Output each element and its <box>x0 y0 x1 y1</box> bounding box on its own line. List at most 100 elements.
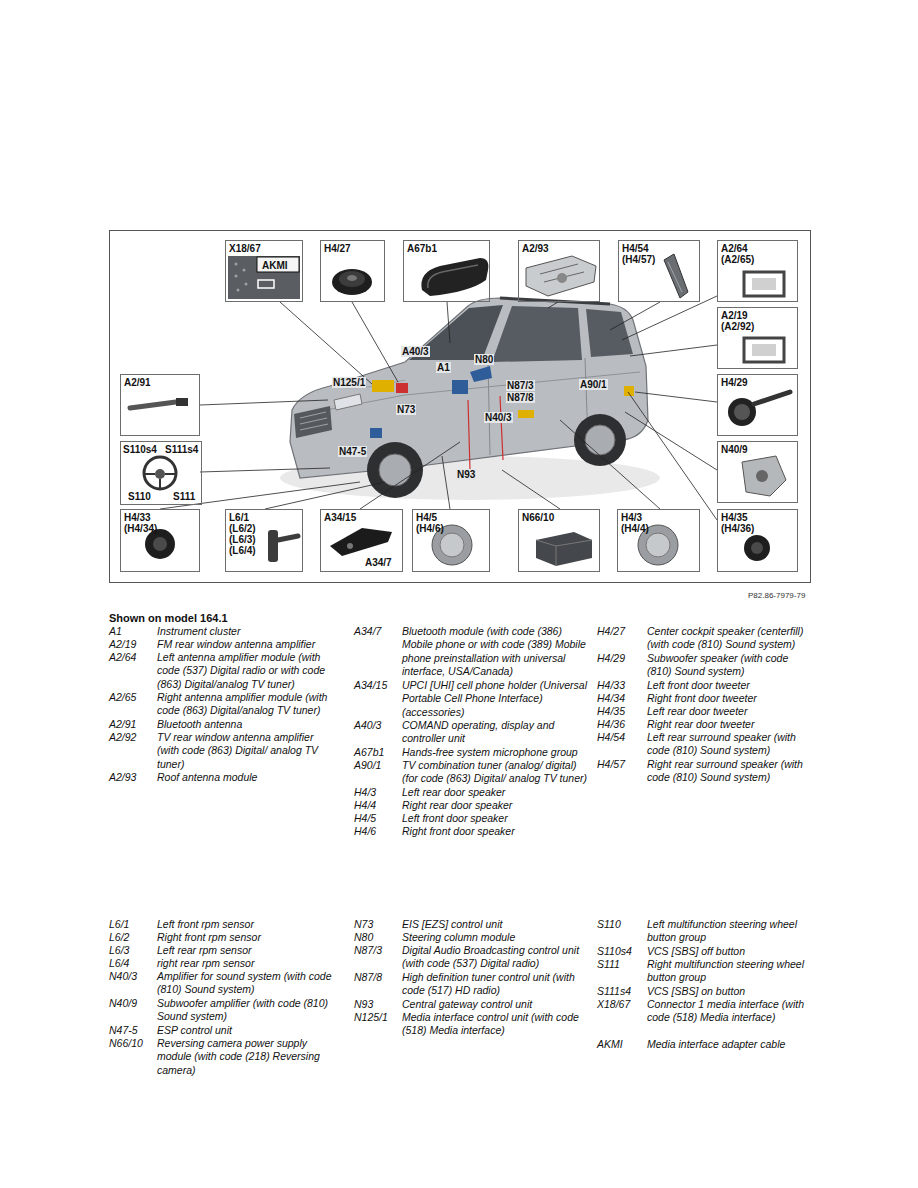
callout-box: A2/93 <box>518 240 600 302</box>
part-code: H4/34 <box>597 692 625 705</box>
part-code: L6/4 <box>109 957 129 970</box>
callout-box: A34/15A34/7 <box>320 509 403 572</box>
part-description: High definition tuner control unit (with… <box>402 971 592 998</box>
part-description: UPCI [UHI] cell phone holder (Universal … <box>402 679 592 719</box>
callout-number: N80 <box>474 354 494 365</box>
part-code: A34/15 <box>354 679 387 692</box>
part-code: H4/29 <box>721 377 748 388</box>
part-description: Hands-free system microphone group <box>402 746 592 759</box>
part-description: Left front door speaker <box>402 812 592 825</box>
part-description: Right front door tweeter <box>647 692 813 705</box>
part-code: H4/5 (H4/6) <box>416 512 444 534</box>
part-code: A34/7 <box>365 557 392 568</box>
part-code: N73 <box>354 918 373 931</box>
part-code: H4/36 <box>597 718 625 731</box>
part-code: N80 <box>354 931 373 944</box>
part-code: H4/54 <box>597 731 625 744</box>
part-code: A2/91 <box>109 718 136 731</box>
part-description: VCS [SBS] on button <box>647 985 813 998</box>
part-code: L6/2 <box>109 931 129 944</box>
callout-box: A2/19 (A2/92) <box>717 307 798 369</box>
part-description: VCS [SBS] off button <box>647 945 813 958</box>
part-code: A40/3 <box>354 719 381 732</box>
part-code: S111 <box>597 958 620 971</box>
callout-number: N47-5 <box>338 446 367 457</box>
callout-number: N87/3 <box>506 380 535 391</box>
part-code: S111s4 <box>165 444 198 455</box>
part-description: Left rear rpm sensor <box>157 944 337 957</box>
part-code: S111s4 <box>597 985 631 998</box>
part-description: Right antenna amplifier module (with cod… <box>157 691 337 718</box>
part-code: A2/65 <box>109 691 136 704</box>
part-description: Digital Audio Broadcasting control unit … <box>402 944 592 971</box>
callout-number: N40/3 <box>484 412 513 423</box>
part-code: H4/3 <box>354 786 376 799</box>
callout-box: N66/10 <box>518 509 600 572</box>
heading: Shown on model 164.1 <box>109 612 228 625</box>
part-description: TV combination tuner (analog/ digital) (… <box>402 759 592 786</box>
callout-box: H4/27 <box>320 240 385 302</box>
part-code: H4/35 (H4/36) <box>721 512 754 534</box>
part-code: N66/10 <box>522 512 554 523</box>
part-description: Central gateway control unit <box>402 998 592 1011</box>
part-code: H4/6 <box>354 825 376 838</box>
part-description: Amplifier for sound system (with code (8… <box>157 970 337 997</box>
part-description: Right multifunction steering wheel butto… <box>647 958 813 985</box>
part-description: Left rear door speaker <box>402 786 592 799</box>
part-code: A2/64 <box>109 651 136 664</box>
part-code: AKMI <box>597 1038 623 1051</box>
part-code: N125/1 <box>354 1011 388 1024</box>
part-code: N87/8 <box>354 971 382 984</box>
part-code: S110 <box>597 918 621 931</box>
part-code: X18/67 <box>597 998 630 1011</box>
part-code: A67b1 <box>407 243 437 254</box>
part-description: Subwoofer amplifier (with code (810) Sou… <box>157 997 337 1024</box>
callout-number: N87/8 <box>506 392 535 403</box>
part-code: A2/19 (A2/92) <box>721 310 754 332</box>
part-code: H4/33 (H4/34) <box>124 512 157 534</box>
part-description: Right rear surround speaker (with code (… <box>647 758 813 785</box>
callout-number: N93 <box>456 469 476 480</box>
part-description: Subwoofer speaker (with code (810) Sound… <box>647 652 813 679</box>
part-description: Right front rpm sensor <box>157 931 337 944</box>
callout-box: H4/3 (H4/4) <box>617 509 700 572</box>
part-code: L6/1 <box>109 918 129 931</box>
part-code: H4/27 <box>597 625 625 638</box>
figure-number: P82.86-7979-79 <box>748 591 805 600</box>
part-description: Center cockpit speaker (centerfill) (wit… <box>647 625 813 652</box>
part-code: N93 <box>354 998 373 1011</box>
part-description: EIS [EZS] control unit <box>402 918 592 931</box>
part-description: Media interface control unit (with code … <box>402 1011 592 1038</box>
part-code: A2/93 <box>522 243 549 254</box>
part-code: H4/35 <box>597 705 625 718</box>
part-code: A2/91 <box>124 377 151 388</box>
part-code: H4/33 <box>597 679 625 692</box>
part-code: A2/93 <box>109 771 136 784</box>
callout-number: A90/1 <box>579 379 608 390</box>
part-code: L6/1 (L6/2) (L6/3) (L6/4) <box>229 512 256 556</box>
part-code: X18/67 <box>229 243 261 254</box>
part-description: Bluetooth module (with code (386) Mobile… <box>402 625 592 679</box>
part-description: Right rear door speaker <box>402 799 592 812</box>
part-description: Left multifunction steering wheel button… <box>647 918 813 945</box>
callout-box: A2/91 <box>120 374 200 436</box>
part-description: right rear rpm sensor <box>157 957 337 970</box>
part-code: N47-5 <box>109 1024 138 1037</box>
part-code: N40/3 <box>109 970 137 983</box>
part-code: H4/4 <box>354 799 376 812</box>
part-code: H4/29 <box>597 652 625 665</box>
part-description: Left antenna amplifier module (with code… <box>157 651 337 691</box>
part-code: S111 <box>173 491 195 502</box>
part-description: FM rear window antenna amplifier <box>157 638 337 651</box>
part-code: N40/9 <box>721 444 748 455</box>
callout-box: H4/5 (H4/6) <box>412 509 490 572</box>
callout-number: A40/3 <box>401 346 430 357</box>
part-code: H4/57 <box>597 758 625 771</box>
part-description: Bluetooth antenna <box>157 718 337 731</box>
callout-box: L6/1 (L6/2) (L6/3) (L6/4) <box>225 509 303 572</box>
part-code: A67b1 <box>354 746 384 759</box>
part-code: N66/10 <box>109 1037 143 1050</box>
part-description: Left front door tweeter <box>647 679 813 692</box>
part-code: H4/5 <box>354 812 376 825</box>
part-description: Right front door speaker <box>402 825 592 838</box>
